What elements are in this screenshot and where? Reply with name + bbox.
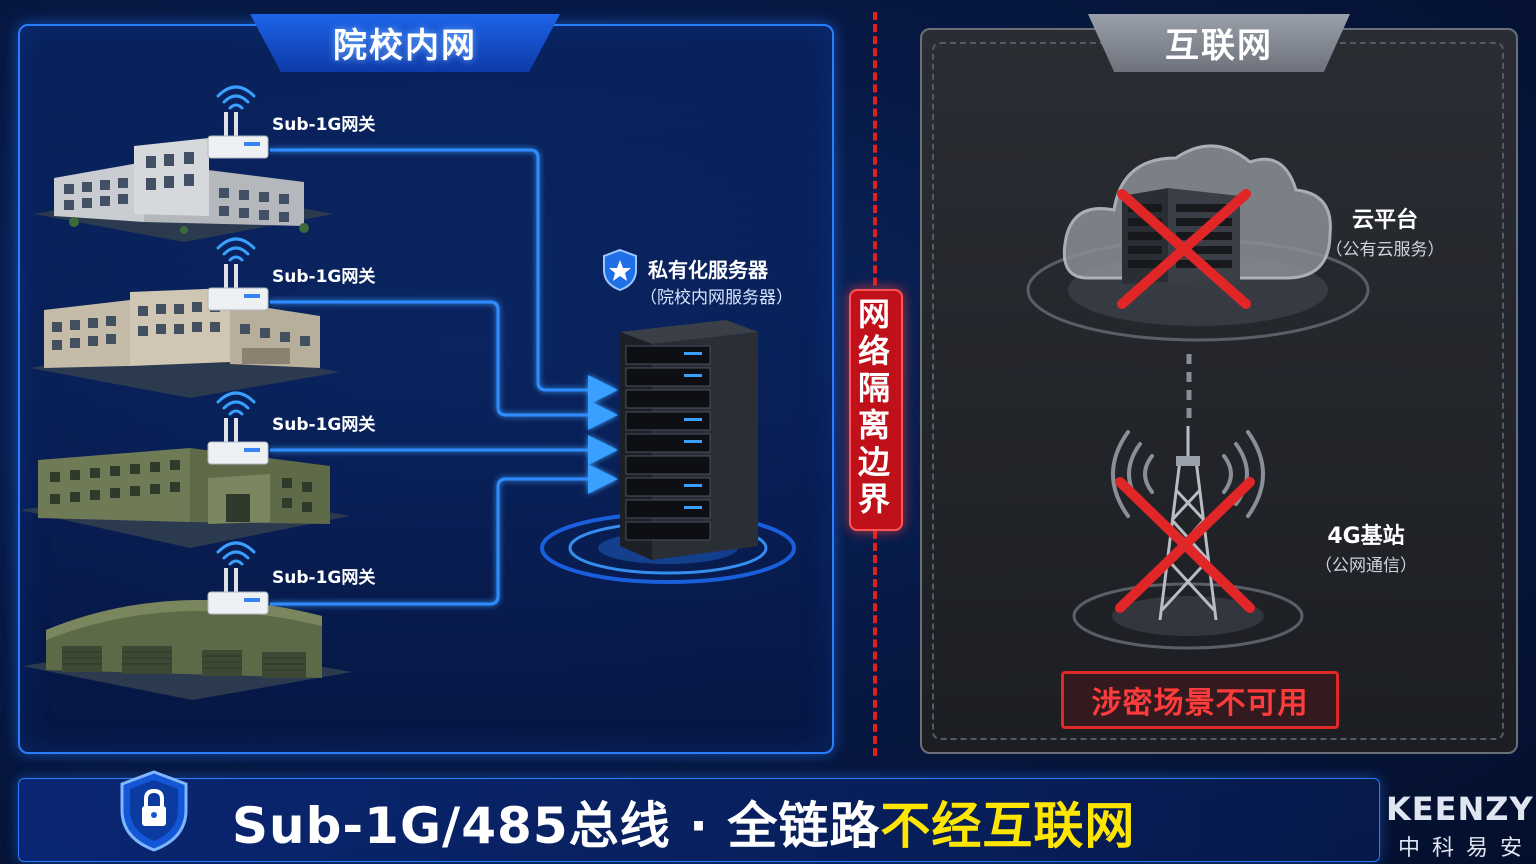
- server-rack-icon: [540, 320, 796, 584]
- gateway-device-3-icon: [207, 391, 269, 465]
- isolation-boundary-label: 网络隔离边界: [857, 295, 890, 518]
- link-line-1: [270, 148, 618, 405]
- brand-logo-name: KEENZY: [1386, 790, 1534, 828]
- intranet-title-tab: [250, 14, 560, 72]
- link-line-2: [270, 300, 618, 430]
- isolation-boundary-badge: [849, 289, 903, 531]
- server-title: 私有化服务器: [648, 258, 768, 282]
- banner-headline-highlight: 不经互联网: [880, 797, 1136, 855]
- gateway-label-4: Sub-1G网关: [272, 568, 376, 588]
- cloud-platform-title: 云平台: [1351, 208, 1418, 233]
- building-office-2: [30, 288, 340, 398]
- gateway-device-4-icon: [207, 541, 269, 615]
- tower-subtitle: （公网通信）: [1315, 556, 1417, 576]
- gateway-device-2-icon: [207, 237, 269, 311]
- brand-logo-subtitle: 中科易安: [1398, 836, 1535, 861]
- cloud-tower-link: [1186, 354, 1192, 424]
- tower-title: 4G基站: [1327, 524, 1405, 549]
- gateway-label-2: Sub-1G网关: [272, 267, 376, 287]
- internet-title: 互联网: [1165, 26, 1273, 66]
- building-hangar: [22, 599, 352, 700]
- link-line-4: [270, 464, 618, 606]
- gateway-label-1: Sub-1G网关: [272, 115, 376, 135]
- tower-blocked-x-icon: [1115, 477, 1255, 613]
- banner-headline: Sub-1G/485总线 · 全链路不经互联网: [232, 786, 1135, 858]
- internet-title-tab: [1088, 14, 1350, 72]
- cloud-platform-subtitle: （公有云服务）: [1325, 240, 1445, 260]
- banner-headline-main: Sub-1G/485总线 · 全链路: [232, 797, 881, 855]
- building-office-1: [34, 138, 334, 242]
- classified-warning-box: [1061, 671, 1339, 729]
- gateway-device-1-icon: [207, 85, 269, 159]
- building-barracks: [20, 448, 350, 548]
- bottom-banner: [18, 778, 1380, 862]
- gateway-label-3: Sub-1G网关: [272, 415, 376, 435]
- server-subtitle: （院校内网服务器）: [640, 288, 793, 308]
- lock-shield-icon: [120, 770, 188, 852]
- classified-warning-text: 涉密场景不可用: [1091, 686, 1309, 721]
- shield-star-icon: [603, 248, 637, 292]
- cloud-blocked-x-icon: [1117, 189, 1251, 309]
- intranet-title: 院校内网: [333, 26, 477, 66]
